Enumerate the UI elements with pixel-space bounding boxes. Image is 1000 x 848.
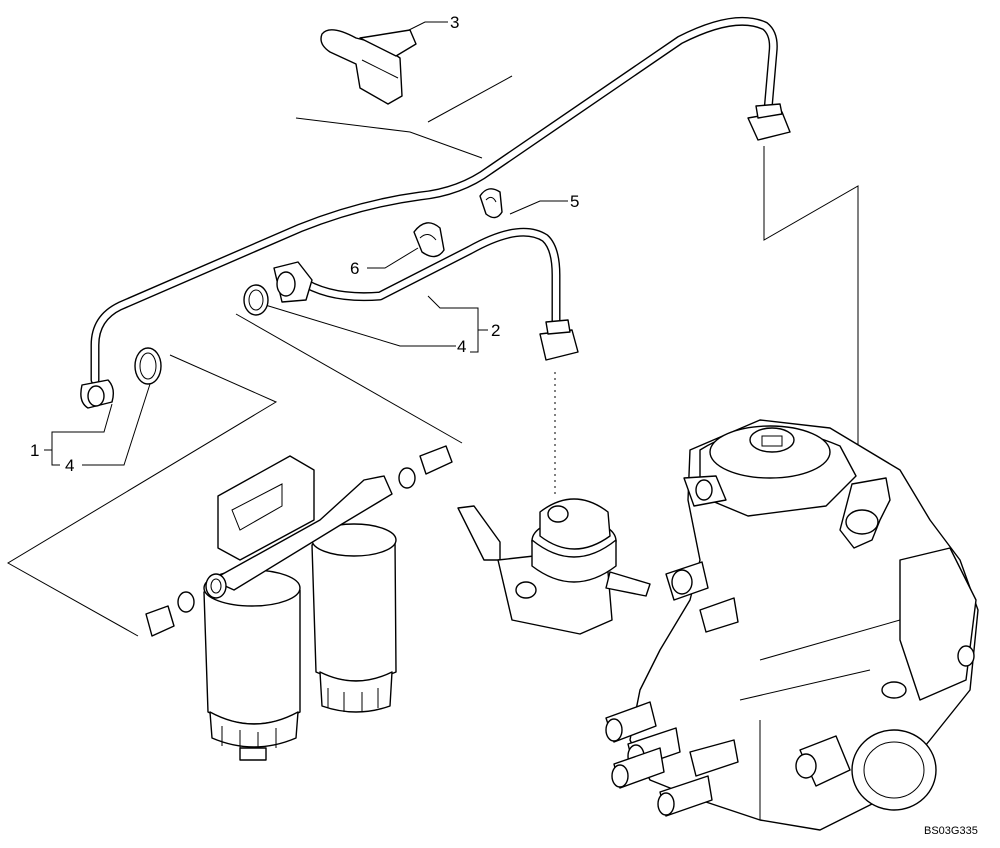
callout-4b: 4	[65, 456, 74, 475]
callout-4a: 4	[457, 337, 466, 356]
priming-pump	[457, 498, 651, 635]
clip-item-5	[479, 188, 503, 219]
callout-6: 6	[350, 259, 359, 278]
fuel-filter-assembly	[145, 445, 453, 761]
o-rings	[134, 284, 269, 385]
drawing-code: BS03G335	[924, 825, 978, 837]
leader-lines	[7, 21, 859, 637]
callout-3: 3	[450, 13, 459, 32]
clip-item-3	[320, 29, 417, 105]
injection-pump	[605, 419, 979, 831]
callout-2: 2	[491, 321, 500, 340]
feed-hose-assembly	[273, 227, 579, 361]
callout-1: 1	[30, 441, 39, 460]
callout-5: 5	[570, 192, 579, 211]
clip-item-6	[413, 222, 445, 258]
return-hose-assembly	[80, 16, 791, 409]
callouts: 3 5 6 2 4 1 4	[30, 13, 579, 475]
